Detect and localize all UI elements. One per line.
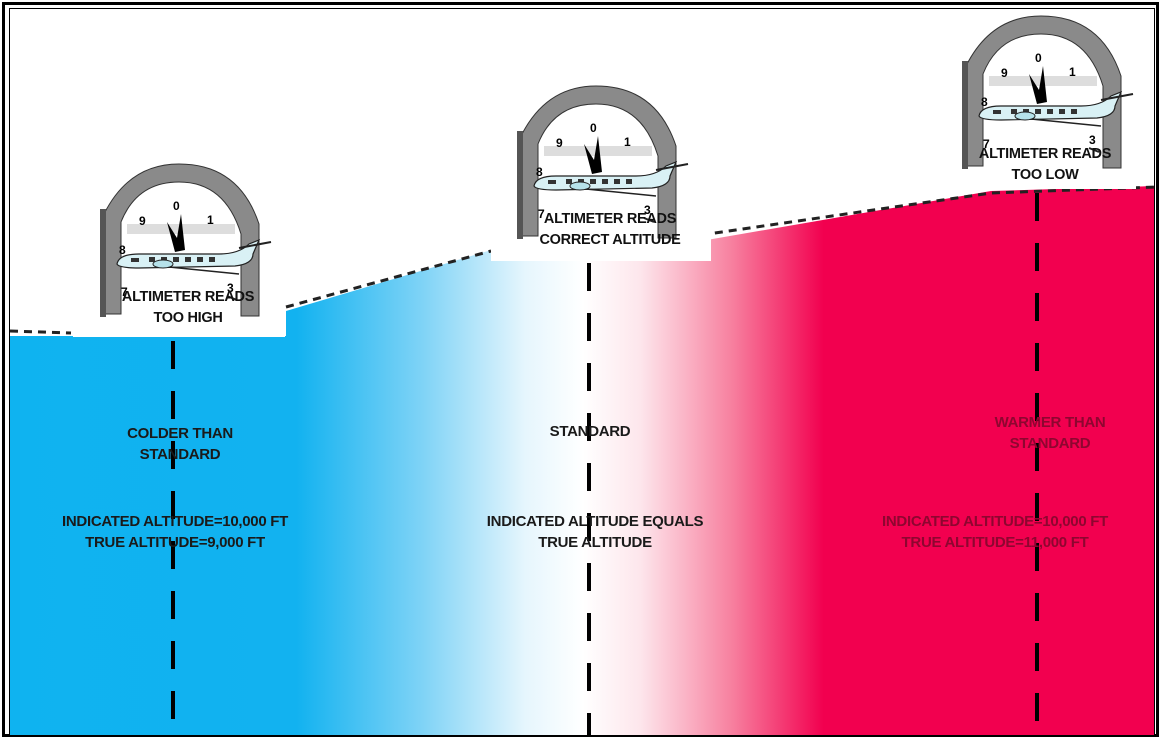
caption-too-low-line2: TOO LOW	[1011, 167, 1079, 183]
standard-region-altitudes: INDICATED ALTITUDE EQUALS TRUE ALTITUDE	[440, 511, 750, 553]
caption-too-high-line2: TOO HIGH	[153, 310, 223, 326]
standard-indicated-altitude: INDICATED ALTITUDE EQUALS	[486, 513, 704, 530]
warm-region-title: WARMER THAN STANDARD	[950, 412, 1150, 454]
cold-region-altitudes: INDICATED ALTITUDE=10,000 FT TRUE ALTITU…	[10, 511, 340, 553]
caption-too-high-line1: ALTIMETER READS	[121, 289, 255, 305]
caption-correct: ALTIMETER READS CORRECT ALTITUDE	[500, 209, 720, 251]
altitude-diagram: 9 0 1 8 7 3	[10, 15, 1154, 735]
altitude-line	[10, 185, 1154, 335]
warm-title-line1: WARMER THAN	[994, 414, 1106, 431]
standard-title-line1: STANDARD	[549, 423, 631, 440]
diagram-panel: 9 0 1 8 7 3	[9, 8, 1155, 736]
warm-region-altitudes: INDICATED ALTITUDE=10,000 FT TRUE ALTITU…	[840, 511, 1150, 553]
cold-title-line2: STANDARD	[139, 446, 221, 463]
cold-region-title: COLDER THAN STANDARD	[80, 423, 280, 465]
caption-too-low: ALTIMETER READS TOO LOW	[945, 144, 1145, 186]
caption-correct-line1: ALTIMETER READS	[543, 211, 677, 227]
caption-correct-line2: CORRECT ALTITUDE	[539, 232, 681, 248]
temperature-region	[10, 186, 1154, 735]
cold-indicated-altitude: INDICATED ALTITUDE=10,000 FT	[62, 513, 288, 530]
cold-title-line1: COLDER THAN	[127, 425, 233, 442]
warm-title-line2: STANDARD	[1009, 435, 1091, 452]
caption-too-high: ALTIMETER READS TOO HIGH	[82, 287, 294, 329]
warm-true-altitude: TRUE ALTITUDE=11,000 FT	[901, 534, 1089, 551]
warm-indicated-altitude: INDICATED ALTITUDE=10,000 FT	[882, 513, 1108, 530]
standard-region-title: STANDARD	[490, 421, 690, 442]
standard-true-altitude: TRUE ALTITUDE	[538, 534, 652, 551]
caption-too-low-line1: ALTIMETER READS	[978, 146, 1112, 162]
cold-true-altitude: TRUE ALTITUDE=9,000 FT	[85, 534, 265, 551]
